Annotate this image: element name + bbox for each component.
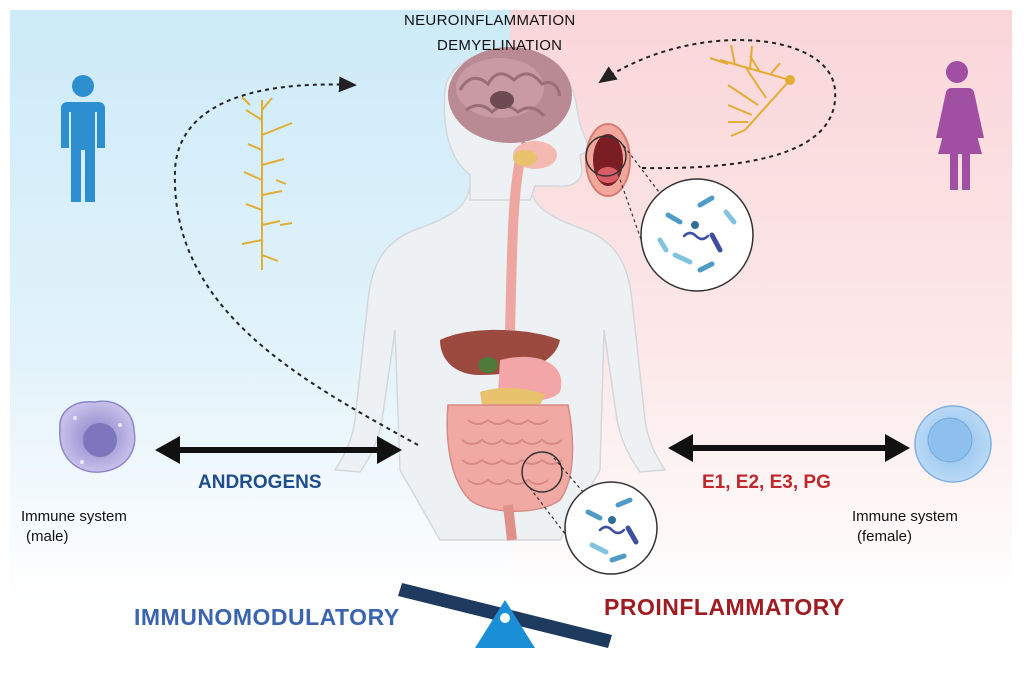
immune-system-female-line2: (female) <box>857 528 913 545</box>
brain-icon <box>448 47 572 159</box>
male-person-icon <box>61 75 105 202</box>
immune-system-male-line2: (male) <box>26 528 69 545</box>
title-line-1: NEUROINFLAMMATION <box>404 12 576 29</box>
balance-scale-icon <box>398 583 612 648</box>
bacteria-icon <box>640 178 754 292</box>
neuron-icon-right <box>709 44 795 137</box>
title-line-2: DEMYELINATION <box>437 37 563 54</box>
gut-brain-dashed-arrow <box>173 76 419 446</box>
lymphocyte-cell-icon <box>914 405 992 483</box>
estrogens-double-arrow <box>668 434 910 462</box>
gut-bacteria-icon <box>564 481 658 575</box>
estrogens-label: E1, E2, E3, PG <box>702 472 831 493</box>
immune-system-female-line1: Immune system <box>852 508 958 525</box>
proinflammatory-label: PROINFLAMMATORY <box>604 594 845 620</box>
digestive-tract <box>440 141 574 541</box>
immune-system-male-line1: Immune system <box>21 508 127 525</box>
immunomodulatory-label: IMMUNOMODULATORY <box>134 604 400 630</box>
macrophage-cell-icon <box>59 400 136 473</box>
androgens-label: ANDROGENS <box>198 472 322 493</box>
neuron-icon <box>241 96 293 270</box>
androgens-double-arrow <box>155 436 402 464</box>
open-mouth-icon <box>585 123 631 197</box>
female-person-icon <box>936 61 984 190</box>
